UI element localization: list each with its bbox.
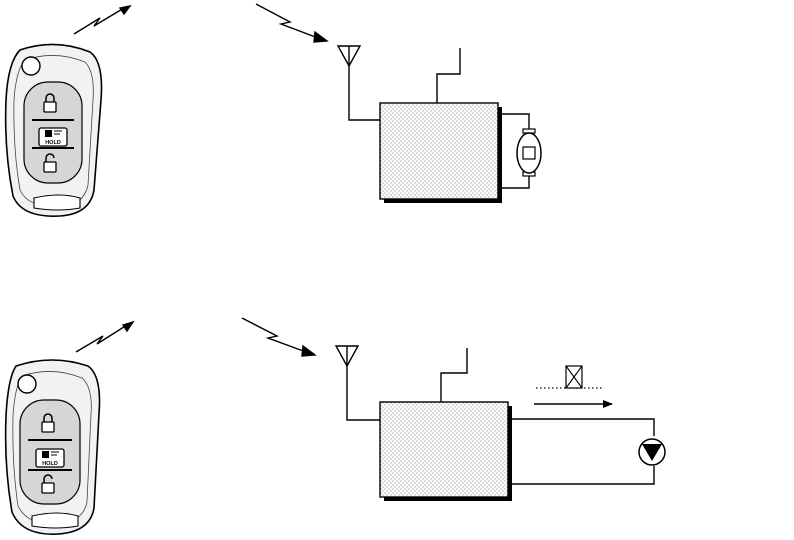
receiver-unit: [380, 103, 502, 203]
antenna-icon: [338, 46, 380, 120]
transmit-signal-icon: [76, 322, 133, 352]
receive-signal-icon: [256, 4, 327, 42]
supply-wire: [437, 48, 460, 103]
receive-signal-icon: [242, 318, 315, 356]
valve-icon: [536, 366, 604, 388]
output-wire: [512, 466, 654, 484]
panic-alarm-icon: HOLD: [39, 128, 67, 146]
receiver-unit: [380, 402, 512, 501]
key-hold-label: HOLD: [42, 461, 58, 467]
key-ring-hole: [18, 375, 36, 393]
transmit-signal-icon: [74, 6, 130, 34]
pump-symbol: [639, 439, 665, 465]
antenna-icon: [336, 346, 380, 420]
key-hold-label: HOLD: [45, 140, 61, 146]
supply-wire: [441, 348, 467, 402]
key-fob: HOLD: [6, 360, 100, 534]
key-blade-slot: [32, 513, 78, 528]
output-wire: [512, 419, 654, 436]
dc-motor-symbol: [517, 129, 541, 176]
key-blade-slot: [34, 195, 80, 210]
key-ring-hole: [22, 57, 40, 75]
motor-wire: [502, 175, 529, 188]
valve-scene: HOLD: [6, 318, 665, 534]
panic-alarm-icon: HOLD: [36, 449, 64, 467]
motor-scene: HOLD: [6, 4, 541, 216]
key-fob: HOLD: [6, 44, 102, 216]
